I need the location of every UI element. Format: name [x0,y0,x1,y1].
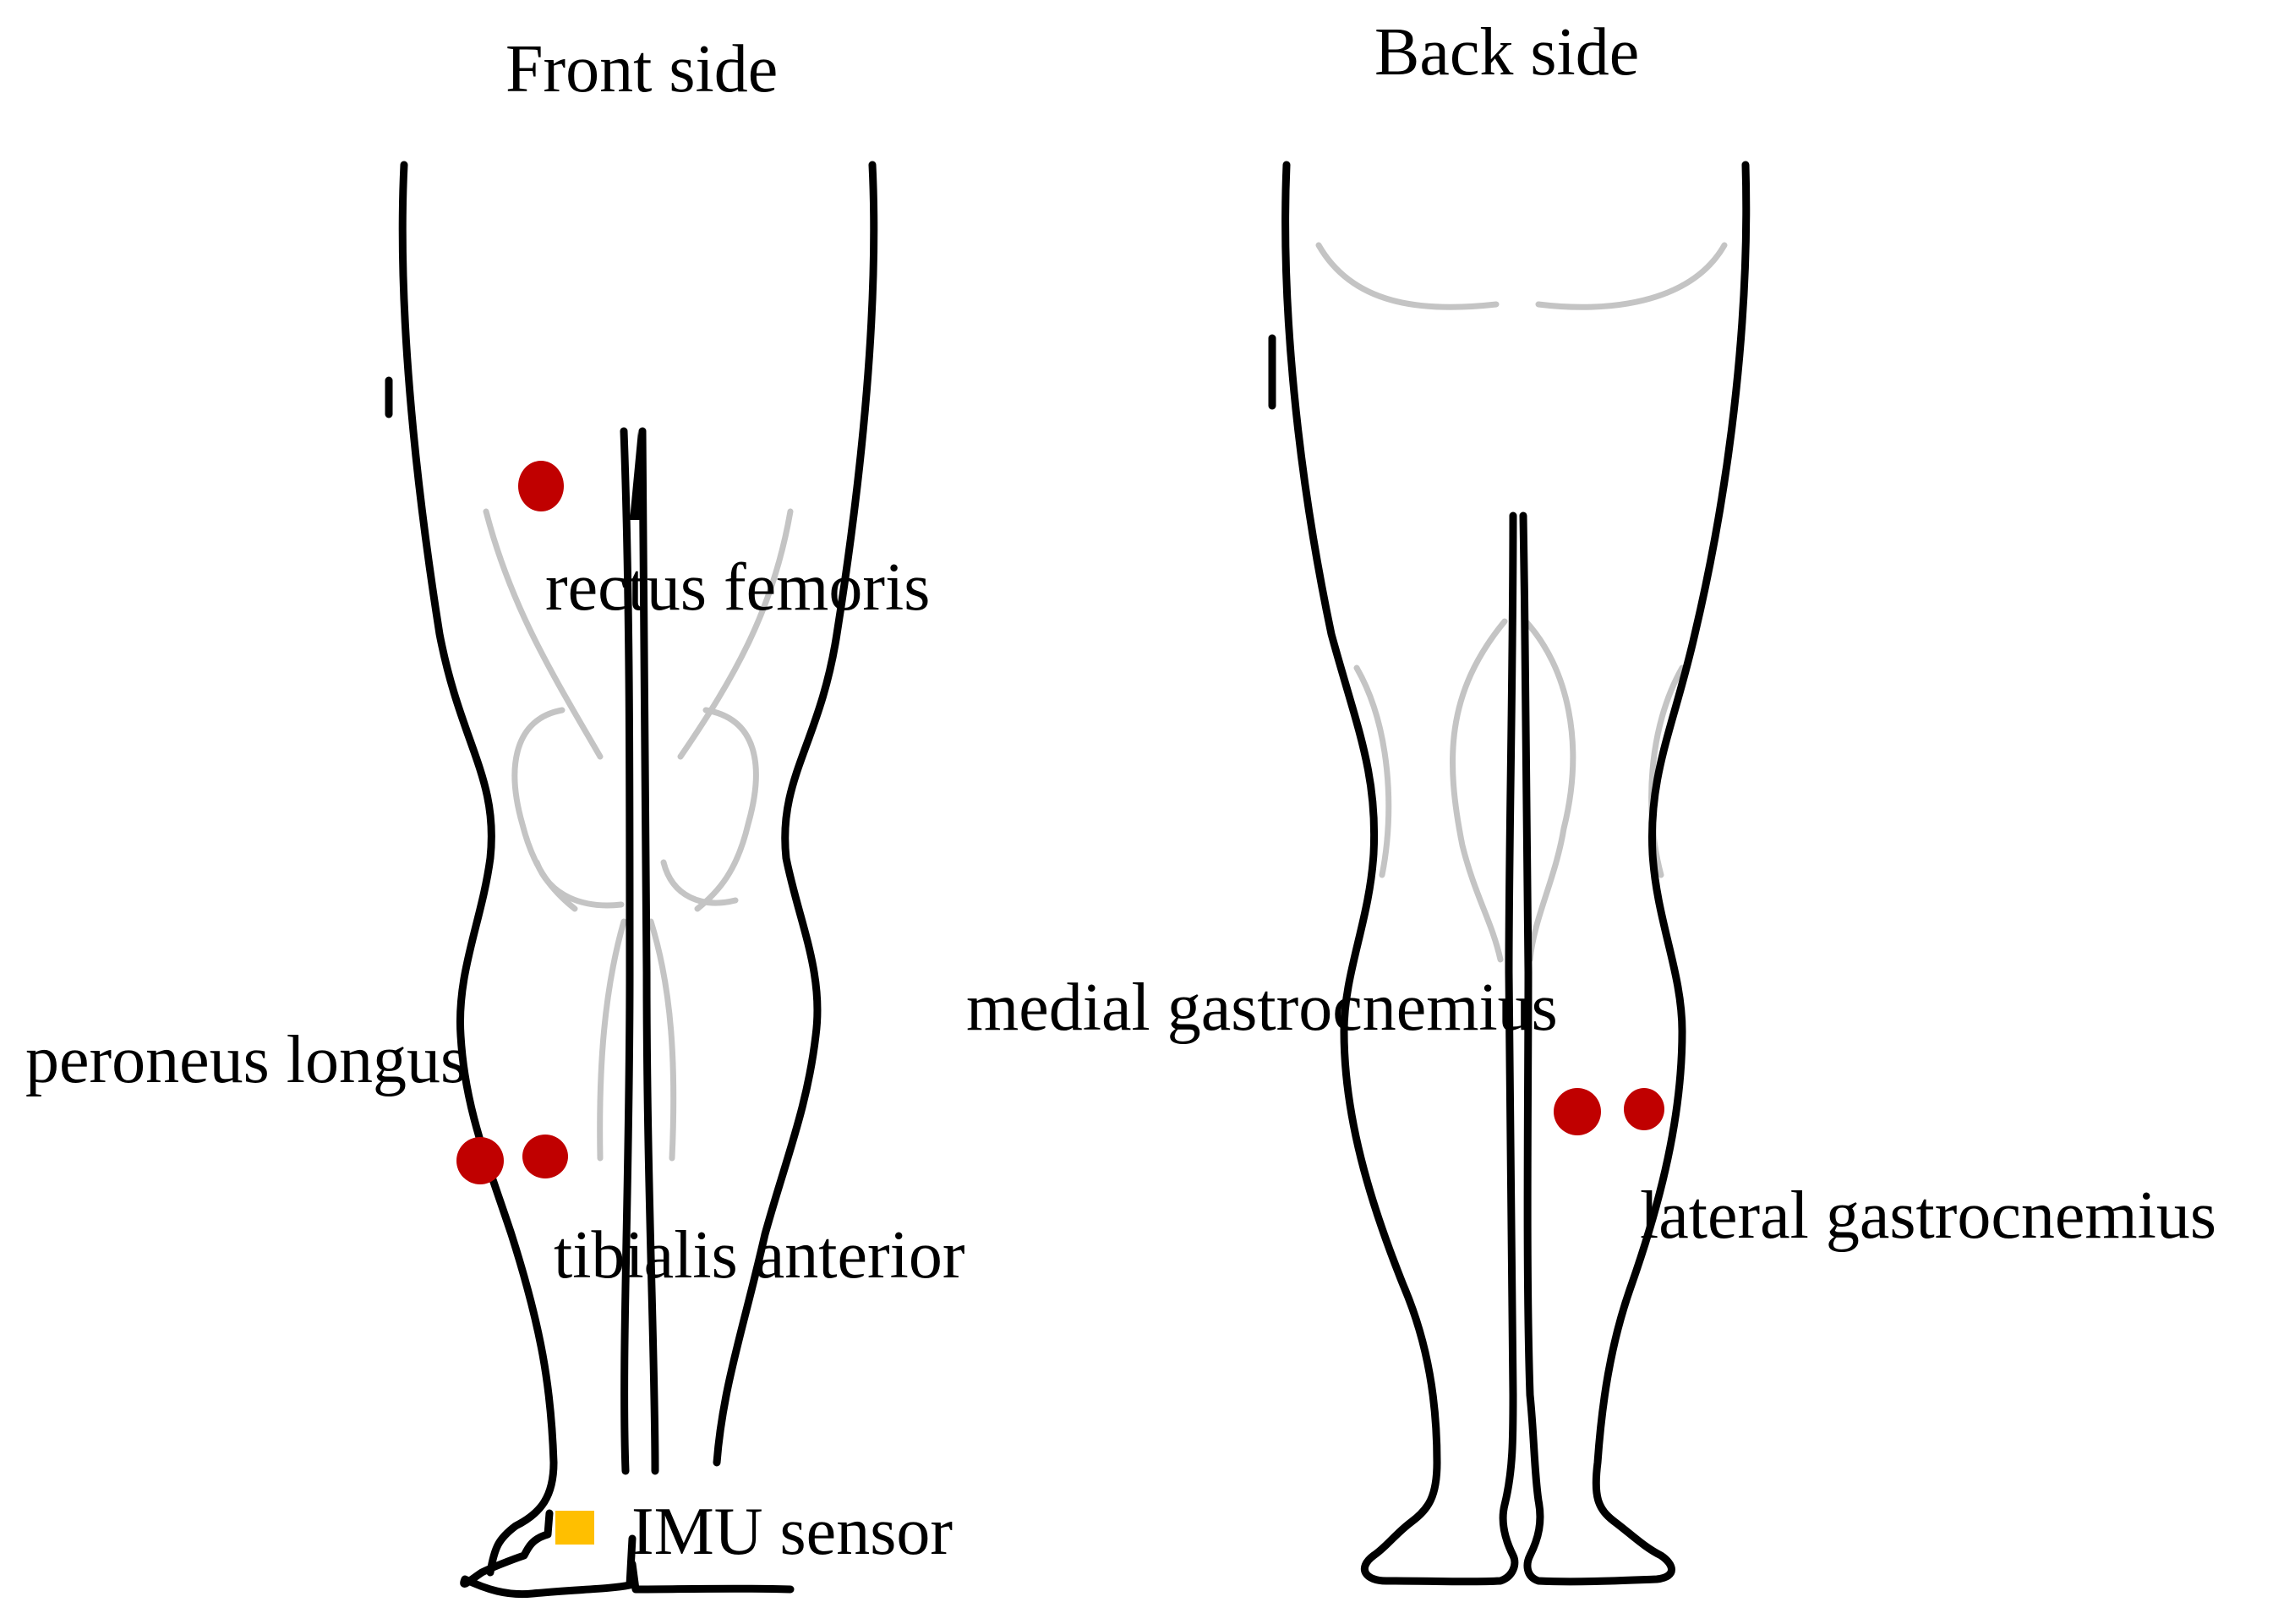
back-side-title: Back side [1374,15,1640,90]
front-right-shin-contour [647,918,677,1162]
front-left-patella-contour [533,859,625,909]
front-left-leg-outer-outline [398,161,558,1577]
front-side-title: Front side [505,32,779,107]
front-right-thigh-muscle-contour [677,508,794,760]
front-left-thigh-muscle-contour [483,508,604,760]
front-right-patella-contour [660,859,739,906]
front-leg-figure [385,161,878,1599]
back-right-calf-inner-contour [1522,618,1576,963]
front-left-leg-inner-outline [620,427,634,1475]
front-left-foot-outline [460,1509,637,1599]
front-right-knee-contour [694,707,759,912]
peroneus-longus-label: peroneus longus [25,1023,467,1097]
rectus-femoris-electrode [518,461,564,511]
electrodes [456,461,1664,1184]
back-left-calf-inner-contour [1450,618,1508,963]
imu-sensor-legend-label: IMU sensor [631,1495,953,1569]
front-right-leg-outer-outline [713,161,878,1467]
front-center-tip [630,431,647,520]
back-right-leg-inner-outline [1519,161,1751,1586]
tibialis-anterior-label: tibialis anterior [554,1218,965,1293]
tibialis-anterior-electrode [522,1135,568,1178]
front-right-leg-inner-outline [638,427,659,1475]
medial-gastrocnemius-label: medial gastrocnemius [966,971,1558,1045]
back-left-leg-outer-outline [1281,161,1519,1586]
peroneus-longus-electrode [456,1137,504,1184]
front-left-shin-contour [597,918,627,1162]
back-left-buttock-contour [1315,242,1500,310]
lateral-gastrocnemius-label: lateral gastrocnemius [1640,1178,2216,1253]
imu-sensor-icon [555,1511,594,1545]
rectus-femoris-label: rectus femoris [545,550,931,625]
lateral-gastrocnemius-electrode [1624,1088,1664,1130]
back-leg-figure [1268,161,1751,1586]
back-left-calf-outer-contour [1353,664,1392,878]
front-right-foot-outline [628,1560,795,1594]
medial-gastrocnemius-electrode [1554,1088,1601,1135]
back-right-buttock-contour [1535,242,1728,310]
